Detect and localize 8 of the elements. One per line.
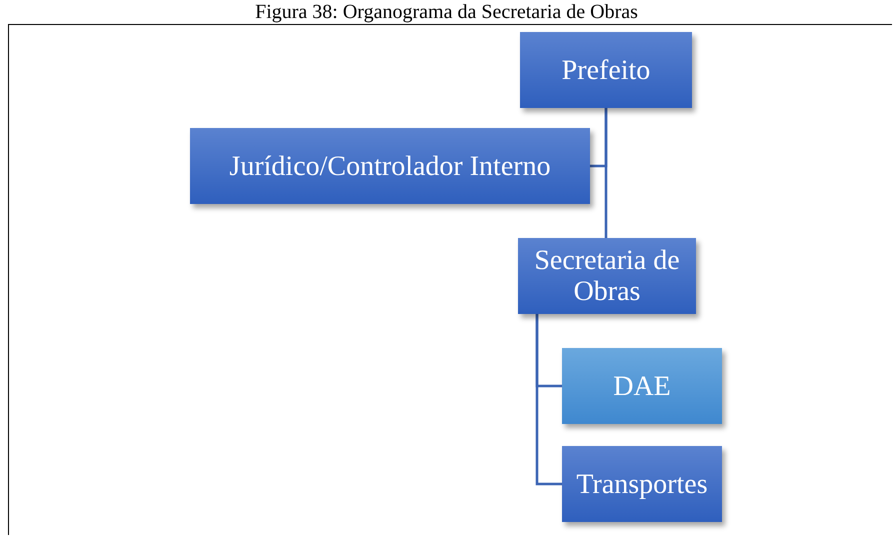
connector-line (590, 108, 608, 168)
connector-line (536, 314, 562, 486)
figure-title: Figura 38: Organograma da Secretaria de Obras (254, 1, 639, 23)
org-box: Secretaria de Obras (518, 238, 696, 314)
org-box: DAE (562, 348, 722, 424)
org-box: Prefeito (520, 32, 692, 108)
org-box: Transportes (562, 446, 722, 522)
org-box: Jurídico/Controlador Interno (190, 128, 590, 204)
